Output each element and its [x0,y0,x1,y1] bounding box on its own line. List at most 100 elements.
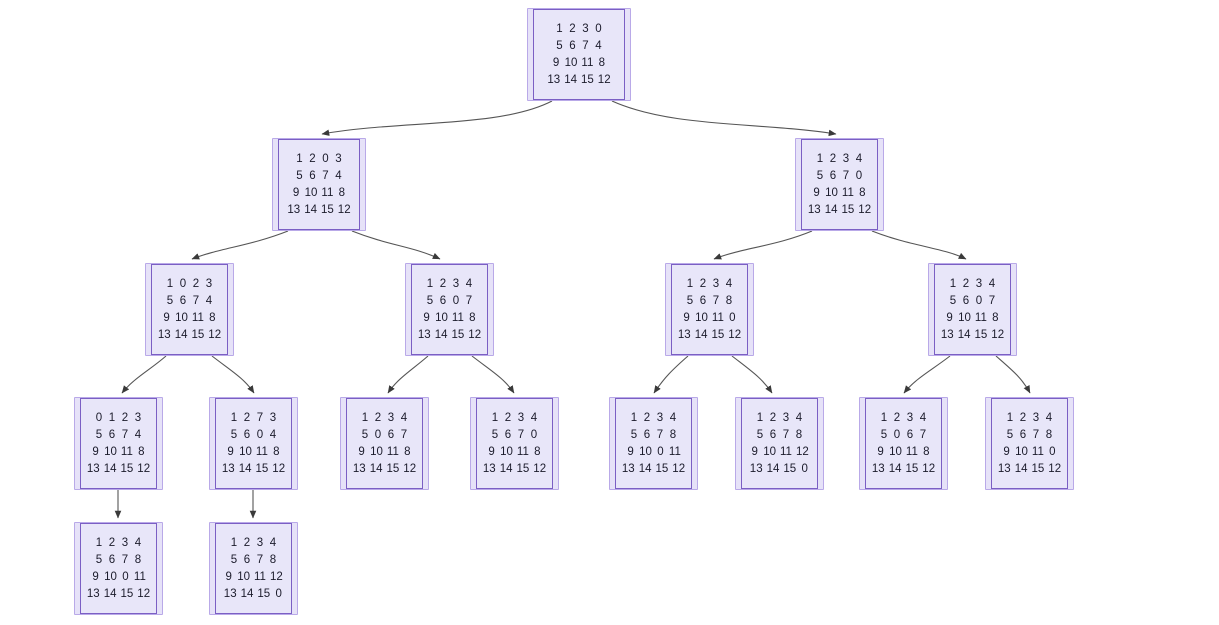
matrix-cell: 5 [95,428,103,441]
matrix-cell: 7 [256,553,264,566]
matrix-cell: 3 [121,536,129,549]
matrix-cell: 12 [533,462,547,475]
matrix-cell: 2 [439,277,447,290]
matrix-cell: 4 [669,411,677,424]
matrix-cell: 15 [581,73,594,86]
matrix-cell: 13 [621,462,635,475]
matrix-cell: 8 [923,445,930,458]
tree-edge [471,355,515,394]
matrix-cell: 10 [763,445,777,458]
matrix-cell: 8 [725,294,733,307]
matrix-cell: 12 [269,570,283,583]
matrix-cell: 7 [465,294,473,307]
matrix-cell: 1 [95,536,103,549]
matrix-cell: 9 [92,570,99,583]
matrix-cell: 15 [1031,462,1045,475]
matrix-cell: 3 [452,277,460,290]
tree-edge [211,355,255,394]
matrix-cell: 7 [988,294,996,307]
matrix-cell: 6 [108,553,116,566]
matrix-cell: 9 [627,445,634,458]
matrix-cell: 3 [256,536,264,549]
matrix-cell: 11 [974,311,987,324]
matrix-cell: 5 [230,553,238,566]
matrix-cell: 1 [686,277,694,290]
matrix-cell: 10 [500,445,513,458]
matrix-cell: 4 [595,39,602,52]
matrix-cell: 0 [179,277,187,290]
matrix-cell: 0 [122,570,129,583]
matrix-cell: 3 [387,411,395,424]
matrix-cell: 3 [782,411,790,424]
matrix-cell: 7 [256,411,264,424]
matrix-cell: 8 [273,445,280,458]
matrix-cell: 14 [240,587,254,600]
matrix-cell: 3 [712,277,720,290]
matrix-cell: 15 [120,462,134,475]
matrix-cell: 4 [400,411,408,424]
matrix-cell: 0 [657,445,664,458]
matrix-cell: 1 [949,277,957,290]
matrix-cell: 14 [103,462,117,475]
matrix-cell: 6 [179,294,187,307]
matrix-cell: 14 [174,328,188,341]
matrix-cell: 2 [643,411,651,424]
matrix-cell: 3 [335,152,342,165]
matrix-cell: 3 [906,411,914,424]
matrix-cell: 10 [695,311,708,324]
matrix-cell: 15 [191,328,205,341]
matrix-cell: 13 [221,462,235,475]
matrix-cell: 3 [205,277,213,290]
matrix-cell: 4 [988,277,996,290]
matrix-cell: 10 [237,570,251,583]
matrix-cell: 2 [962,277,970,290]
matrix-cell: 2 [769,411,777,424]
matrix-cell: 11 [581,56,594,69]
matrix-cell: 5 [166,294,174,307]
matrix-cell: 5 [1006,428,1014,441]
matrix-cell: 1 [491,411,499,424]
matrix-cell: 7 [517,428,525,441]
matrix-cell: 6 [387,428,395,441]
matrix-cell: 5 [95,553,103,566]
matrix-cell: 9 [358,445,365,458]
matrix-cell: 11 [1031,445,1044,458]
matrix-cell: 6 [108,428,116,441]
matrix-cell: 1 [230,536,238,549]
matrix-cell: 12 [672,462,686,475]
matrix-cell: 7 [712,294,720,307]
matrix-cell: 7 [842,169,850,182]
matrix-cell: 1 [426,277,434,290]
